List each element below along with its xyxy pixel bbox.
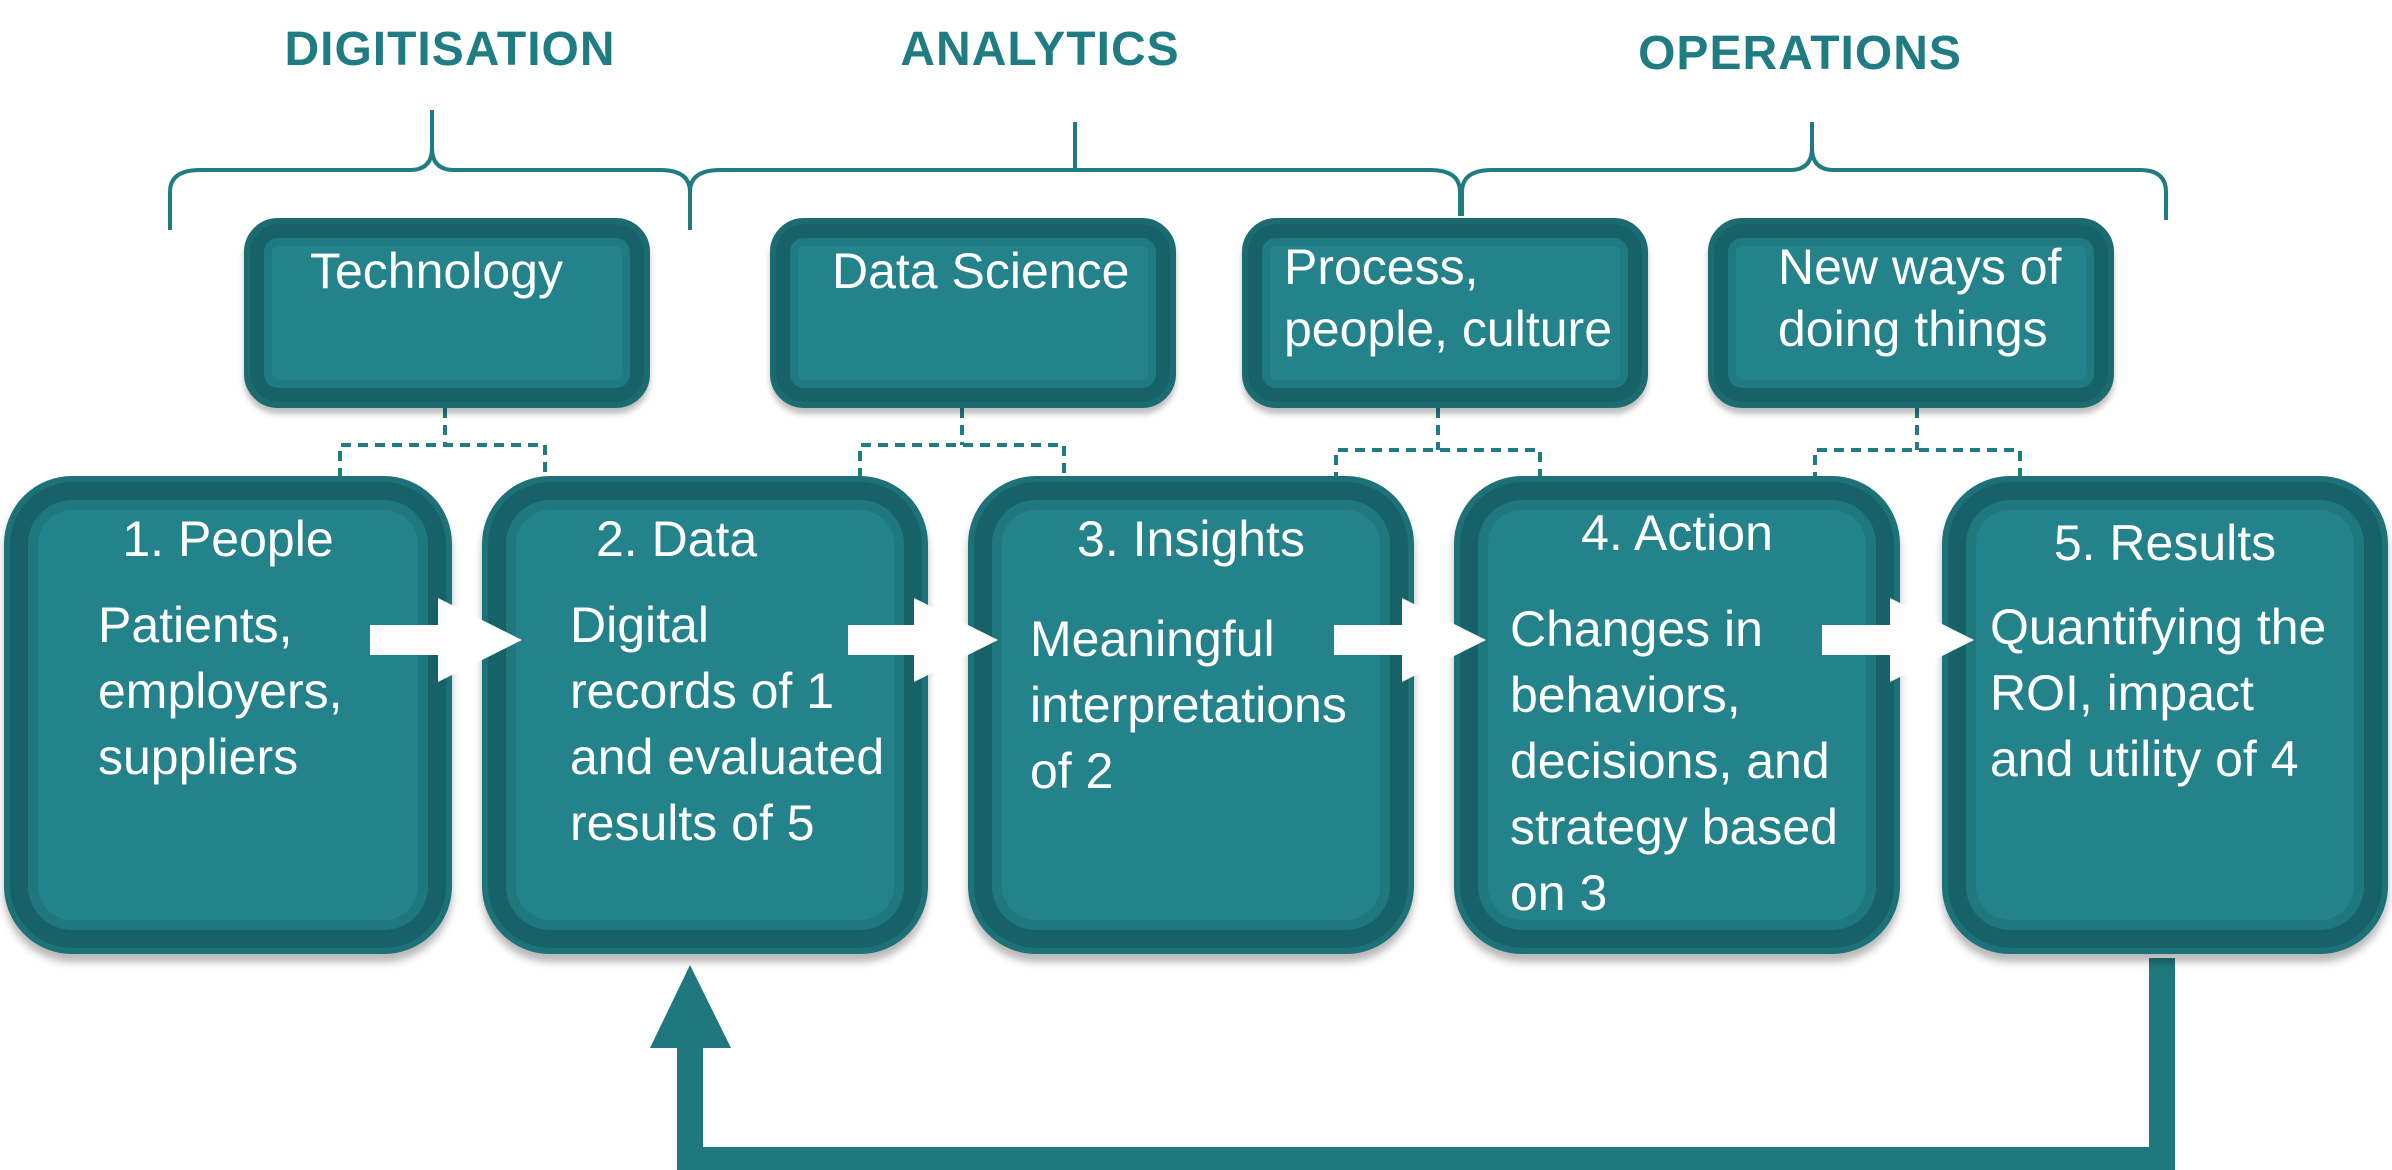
stage-line: suppliers — [98, 729, 299, 785]
stage-line: decisions, and — [1510, 733, 1830, 789]
stage-line: behaviors, — [1510, 667, 1741, 723]
stage-title: 2. Data — [596, 511, 758, 567]
top-box-technology: Technology — [244, 218, 650, 408]
feedback-arrowhead-icon — [650, 965, 731, 1048]
stage-box-insights: 3. Insights Meaningful interpretations o… — [968, 476, 1414, 954]
dashed-connector-process — [1334, 408, 1542, 482]
stage-box-people: 1. People Patients, employers, suppliers — [4, 476, 452, 954]
stage-line: of 2 — [1030, 743, 1114, 799]
top-box-line: Data Science — [832, 243, 1130, 299]
stage-body: Patients, employers, suppliers — [98, 592, 343, 790]
top-box-line: people, culture — [1284, 301, 1613, 357]
stage-line: on 3 — [1510, 865, 1608, 921]
top-box-new-ways: New ways of doing things — [1708, 218, 2114, 408]
dashed-connector-technology — [338, 408, 547, 478]
brace-digitisation — [168, 110, 692, 230]
stage-line: records of 1 — [570, 663, 835, 719]
stage-title: 3. Insights — [1077, 511, 1305, 567]
stage-box-results: 5. Results Quantifying the ROI, impact a… — [1942, 476, 2388, 954]
stage-title: 4. Action — [1581, 505, 1773, 561]
stage-title: 1. People — [122, 511, 334, 567]
stage-line: strategy based — [1510, 799, 1838, 855]
brace-analytics — [688, 122, 1462, 230]
top-box-process: Process, people, culture — [1242, 218, 1648, 408]
stage-line: Meaningful — [1030, 611, 1275, 667]
stage-line: Patients, — [98, 597, 293, 653]
stage-body: Quantifying the ROI, impact and utility … — [1990, 594, 2326, 792]
stage-line: ROI, impact — [1990, 665, 2254, 721]
heading-analytics: ANALYTICS — [900, 23, 1180, 76]
stage-line: results of 5 — [570, 795, 815, 851]
feedback-loop-line — [677, 958, 2175, 1170]
top-box-data-science: Data Science — [770, 218, 1176, 408]
stage-box-action: 4. Action Changes in behaviors, decision… — [1454, 476, 1900, 954]
stage-body: Changes in behaviors, decisions, and str… — [1510, 596, 1838, 926]
stage-line: interpretations — [1030, 677, 1347, 733]
stage-body: Meaningful interpretations of 2 — [1030, 606, 1347, 804]
stage-line: and evaluated — [570, 729, 885, 785]
brace-operations — [1460, 122, 2168, 220]
stage-body: Digital records of 1 and evaluated resul… — [570, 592, 884, 856]
stage-line: Digital — [570, 597, 709, 653]
stage-line: Changes in — [1510, 601, 1763, 657]
heading-digitisation: DIGITISATION — [284, 23, 616, 76]
top-box-line: doing things — [1778, 301, 2048, 357]
top-box-line: New ways of — [1778, 239, 2062, 295]
stage-line: and utility of 4 — [1990, 731, 2299, 787]
top-box-line: Technology — [310, 243, 563, 299]
stage-line: Quantifying the — [1990, 599, 2327, 655]
dashed-connector-new-ways — [1813, 408, 2022, 482]
stage-box-data: 2. Data Digital records of 1 and evaluat… — [482, 476, 928, 954]
stage-title: 5. Results — [2053, 515, 2277, 571]
top-box-line: Process, — [1284, 239, 1479, 295]
dashed-connector-data-science — [858, 408, 1066, 478]
heading-operations: OPERATIONS — [1638, 27, 1962, 80]
stage-line: employers, — [98, 663, 343, 719]
